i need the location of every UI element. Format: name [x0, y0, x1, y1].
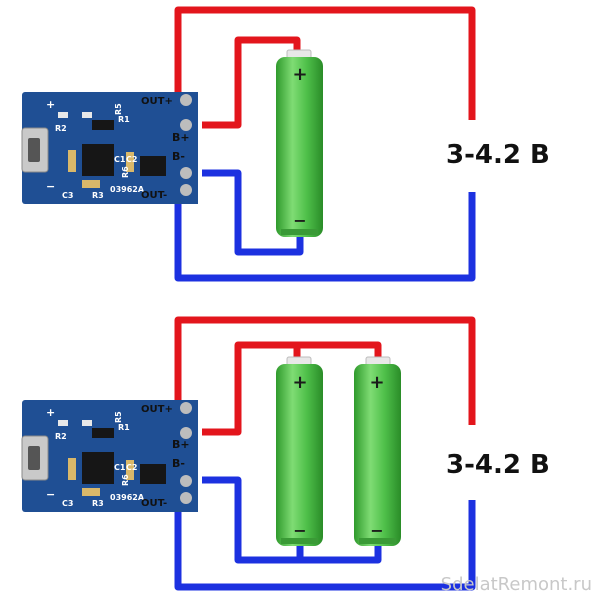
pcb-c1-label: C1: [114, 155, 126, 164]
charger-module: + − R2 R1 R5 C1 C2 R6 C3 R3 03962A: [21, 400, 202, 512]
battery: + −: [276, 49, 323, 237]
pcb-chip-label: 03962A: [110, 493, 145, 502]
battery: + −: [354, 356, 401, 546]
charger-chip: [82, 144, 114, 176]
pcb-minus-label: −: [46, 488, 55, 501]
pin-b-plus-label: B+: [172, 438, 190, 451]
pin-b-plus-label: B+: [172, 131, 190, 144]
battery-minus-wire: [178, 169, 304, 256]
battery: + −: [276, 356, 323, 546]
pcb-r1-label: R1: [118, 115, 130, 124]
pin-b-minus-label: B-: [172, 457, 185, 470]
circuit-two-batteries: + − R2 R1 R5 C1 C2 R6 C3 R3 03962A OUT+ …: [21, 316, 550, 591]
pcb-r5-label: R5: [114, 411, 123, 423]
pcb-c2-label: C2: [126, 155, 137, 164]
watermark: SdelatRemont.ru: [441, 574, 592, 595]
pcb-plus-label: +: [46, 406, 55, 419]
pcb-r5-label: R5: [114, 103, 123, 115]
pcb-r6-label: R6: [121, 474, 130, 486]
pcb-c3-label: C3: [62, 191, 73, 200]
protection-chip: [140, 464, 166, 484]
pcb-plus-label: +: [46, 98, 55, 111]
circuit-single-battery: + − R2 R1 R5 C1 C2 R6 C3 R3 03962A OUT+ …: [21, 6, 550, 282]
pin-out-minus-label: OUT-: [141, 498, 167, 509]
pcb-c1-label: C1: [114, 463, 126, 472]
pcb-c2-label: C2: [126, 463, 137, 472]
out-minus-wire: [174, 497, 476, 591]
out-plus-wire: [174, 6, 476, 120]
pcb-r3-label: R3: [92, 191, 104, 200]
battery-minus-sign: −: [293, 521, 306, 540]
out-minus-wire: [174, 190, 476, 282]
charger-chip: [82, 452, 114, 484]
voltage-label: 3-4.2 В: [446, 450, 550, 480]
pin-b-minus-label: B-: [172, 150, 185, 163]
voltage-label: 3-4.2 В: [446, 140, 550, 170]
charger-module: + − R2 R1 R5 C1 C2 R6 C3 R3 03962A: [21, 92, 202, 204]
battery-plus-sign: +: [369, 372, 384, 393]
pcb-chip-label: 03962A: [110, 185, 145, 194]
battery-plus-wire: [178, 36, 301, 129]
battery-minus-wire: [178, 476, 382, 564]
pcb-r1-label: R1: [118, 423, 130, 432]
pcb-r2-label: R2: [55, 432, 67, 441]
battery-minus-sign: −: [293, 211, 306, 230]
pcb-minus-label: −: [46, 180, 55, 193]
pcb-r3-label: R3: [92, 499, 104, 508]
battery-plus-sign: +: [292, 372, 307, 393]
pcb-r6-label: R6: [121, 166, 130, 178]
battery-plus-sign: +: [292, 64, 307, 85]
pin-out-minus-label: OUT-: [141, 190, 167, 201]
out-plus-wire: [174, 316, 476, 425]
pin-out-plus-label: OUT+: [141, 404, 173, 415]
pcb-c3-label: C3: [62, 499, 73, 508]
pcb-r2-label: R2: [55, 124, 67, 133]
pin-out-plus-label: OUT+: [141, 96, 173, 107]
protection-chip: [140, 156, 166, 176]
battery-plus-wire: [178, 341, 382, 436]
battery-minus-sign: −: [370, 521, 383, 540]
